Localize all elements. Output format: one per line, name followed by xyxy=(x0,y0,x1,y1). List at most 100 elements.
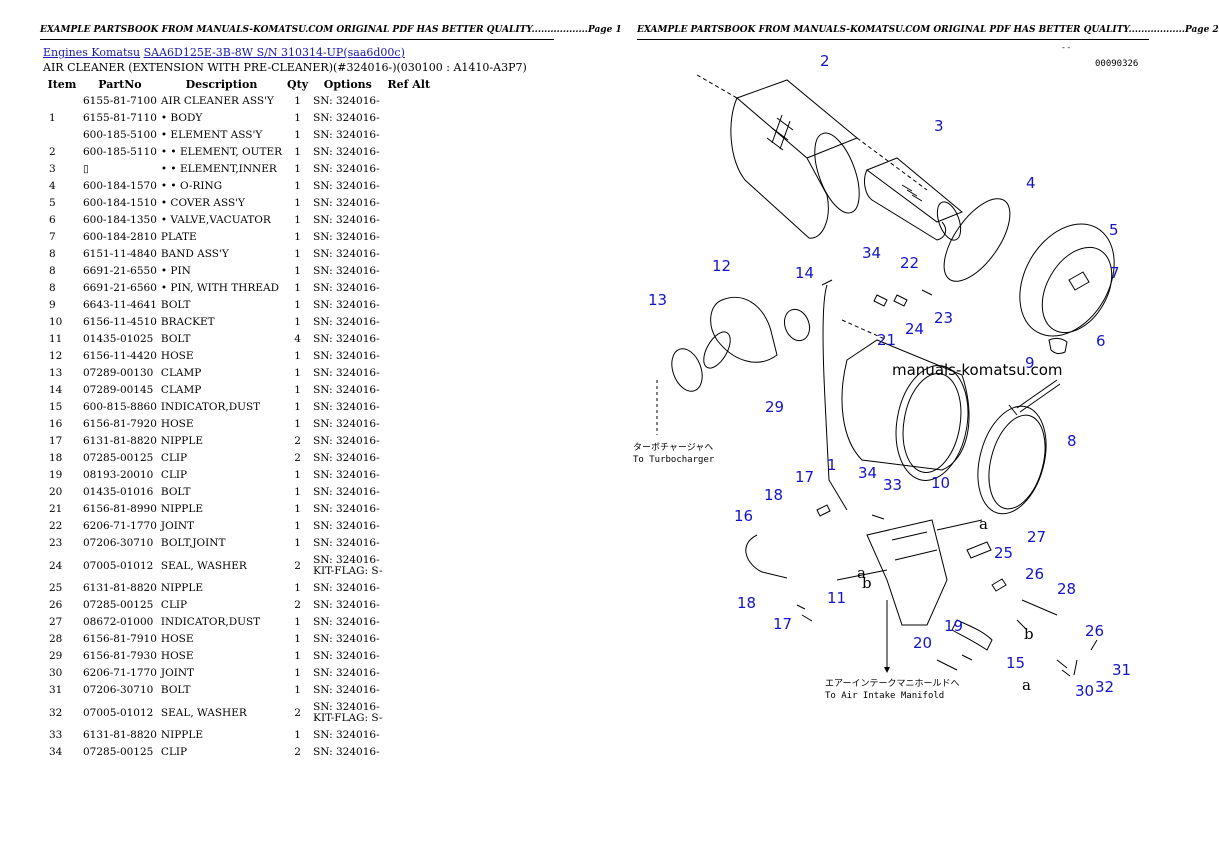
cell-options: SN: 324016-KIT-FLAG: S- xyxy=(311,552,384,580)
cell-refalt xyxy=(385,229,434,246)
cell-qty: 2 xyxy=(294,599,301,611)
cell-item: 12 xyxy=(49,350,63,362)
cell-refalt xyxy=(385,399,434,416)
callout-9: 9 xyxy=(1025,354,1035,372)
cell-partno: 07206-30710 xyxy=(83,537,154,549)
turbo-label-en: To Turbocharger xyxy=(633,455,715,465)
cell-description: SEAL, WASHER xyxy=(160,559,247,572)
cell-item: 6 xyxy=(49,214,56,226)
cell-options: SN: 324016- xyxy=(313,616,380,628)
cell-qty: 1 xyxy=(294,95,301,107)
table-header-row: Item PartNo Description Qty Options Ref … xyxy=(43,76,433,93)
cell-refalt xyxy=(385,382,434,399)
callout-34: 34 xyxy=(858,464,877,482)
cell-options: SN: 324016- xyxy=(313,650,380,662)
vacuator-valve-drawing xyxy=(1048,337,1068,355)
cell-partno: 600-184-1570 xyxy=(83,180,157,192)
cell-qty: 2 xyxy=(294,706,301,719)
cell-qty: 1 xyxy=(294,367,301,379)
diagram-code: 00090326 xyxy=(1095,59,1138,69)
cell-qty: 1 xyxy=(294,650,301,662)
cell-item: 4 xyxy=(49,180,56,192)
bolts-washers-drawing xyxy=(1056,639,1098,677)
options-line: SN: 324016- xyxy=(313,554,380,566)
cell-qty: 1 xyxy=(294,384,301,396)
cell-qty: 1 xyxy=(294,248,301,260)
cell-description: AIR CLEANER ASS'Y xyxy=(160,95,274,107)
cell-partno: 07285-00125 xyxy=(83,746,154,758)
cell-options: SN: 324016- xyxy=(313,503,380,515)
cell-qty: 1 xyxy=(294,684,301,696)
cell-description: JOINT xyxy=(160,520,195,532)
cell-partno: 07285-00125 xyxy=(83,452,154,464)
cell-refalt xyxy=(385,727,434,744)
cell-description: CLIP xyxy=(160,746,188,758)
cell-refalt xyxy=(385,416,434,433)
cell-partno: 07285-00125 xyxy=(83,599,154,611)
cell-options: SN: 324016- xyxy=(313,684,380,696)
clamp-14-drawing xyxy=(783,308,811,342)
cell-options: SN: 324016- xyxy=(313,418,380,430)
cell-item: 30 xyxy=(49,667,63,679)
cell-qty: 1 xyxy=(294,282,301,294)
cell-description: CLAMP xyxy=(160,384,202,396)
cell-partno: 6206-71-1770 xyxy=(83,520,157,532)
cell-partno: 6131-81-8820 xyxy=(83,729,157,741)
cell-refalt xyxy=(385,195,434,212)
cell-partno: 01435-01016 xyxy=(83,486,154,498)
bolt-20-drawing xyxy=(936,654,973,671)
cell-item: 16 xyxy=(49,418,63,430)
cell-options: SN: 324016- xyxy=(313,520,380,532)
cell-description: HOSE xyxy=(160,650,194,662)
cell-description: • VALVE,VACUATOR xyxy=(160,214,271,226)
cell-item: 5 xyxy=(49,197,56,209)
cell-refalt xyxy=(385,280,434,297)
cell-options: SN: 324016- xyxy=(313,299,380,311)
cell-description: JOINT xyxy=(160,667,195,679)
cell-options: SN: 324016- xyxy=(313,333,380,345)
bracket-drawing xyxy=(866,519,948,626)
cell-item: 33 xyxy=(49,729,63,741)
cell-refalt xyxy=(385,331,434,348)
callout-13: 13 xyxy=(648,291,667,309)
cell-item: 28 xyxy=(49,633,63,645)
breadcrumb-link-engines[interactable]: Engines Komatsu xyxy=(43,46,141,59)
cell-options: SN: 324016- xyxy=(313,582,380,594)
cell-options: SN: 324016- xyxy=(313,112,380,124)
cell-partno: 07005-01012 xyxy=(83,706,154,719)
cell-refalt xyxy=(385,648,434,665)
cell-partno: 600-184-1510 xyxy=(83,197,157,209)
cell-item: 21 xyxy=(49,503,63,515)
cell-description: BOLT,JOINT xyxy=(160,537,226,549)
nipples-drawing xyxy=(816,504,885,520)
cell-refalt xyxy=(385,552,434,580)
cell-qty: 1 xyxy=(294,401,301,413)
cell-item: 22 xyxy=(49,520,63,532)
callout-32: 32 xyxy=(1095,678,1114,696)
cell-options: SN: 324016- xyxy=(313,146,380,158)
cell-description: HOSE xyxy=(160,350,194,362)
callout-4: 4 xyxy=(1026,174,1036,192)
cell-description: INDICATOR,DUST xyxy=(160,616,261,628)
breadcrumb-link-model[interactable]: SAA6D125E-3B-8W S/N 310314-UP(saa6d00c) xyxy=(143,46,405,59)
cell-partno: 6691-21-6550 xyxy=(83,265,157,277)
cell-item: 2 xyxy=(49,146,56,158)
watermark-text: manuals-komatsu.com xyxy=(892,361,1063,379)
band-drawing xyxy=(977,405,1047,515)
cell-options: SN: 324016- xyxy=(313,486,380,498)
cell-qty: 1 xyxy=(294,316,301,328)
cell-qty: 1 xyxy=(294,503,301,515)
cell-qty: 1 xyxy=(294,633,301,645)
cell-partno: 6131-81-8820 xyxy=(83,435,157,447)
callout-30: 30 xyxy=(1075,682,1094,700)
callout-20: 20 xyxy=(913,634,932,652)
callout-a: a xyxy=(979,515,988,533)
cell-options: SN: 324016- xyxy=(313,452,380,464)
body-drawing xyxy=(841,319,970,481)
